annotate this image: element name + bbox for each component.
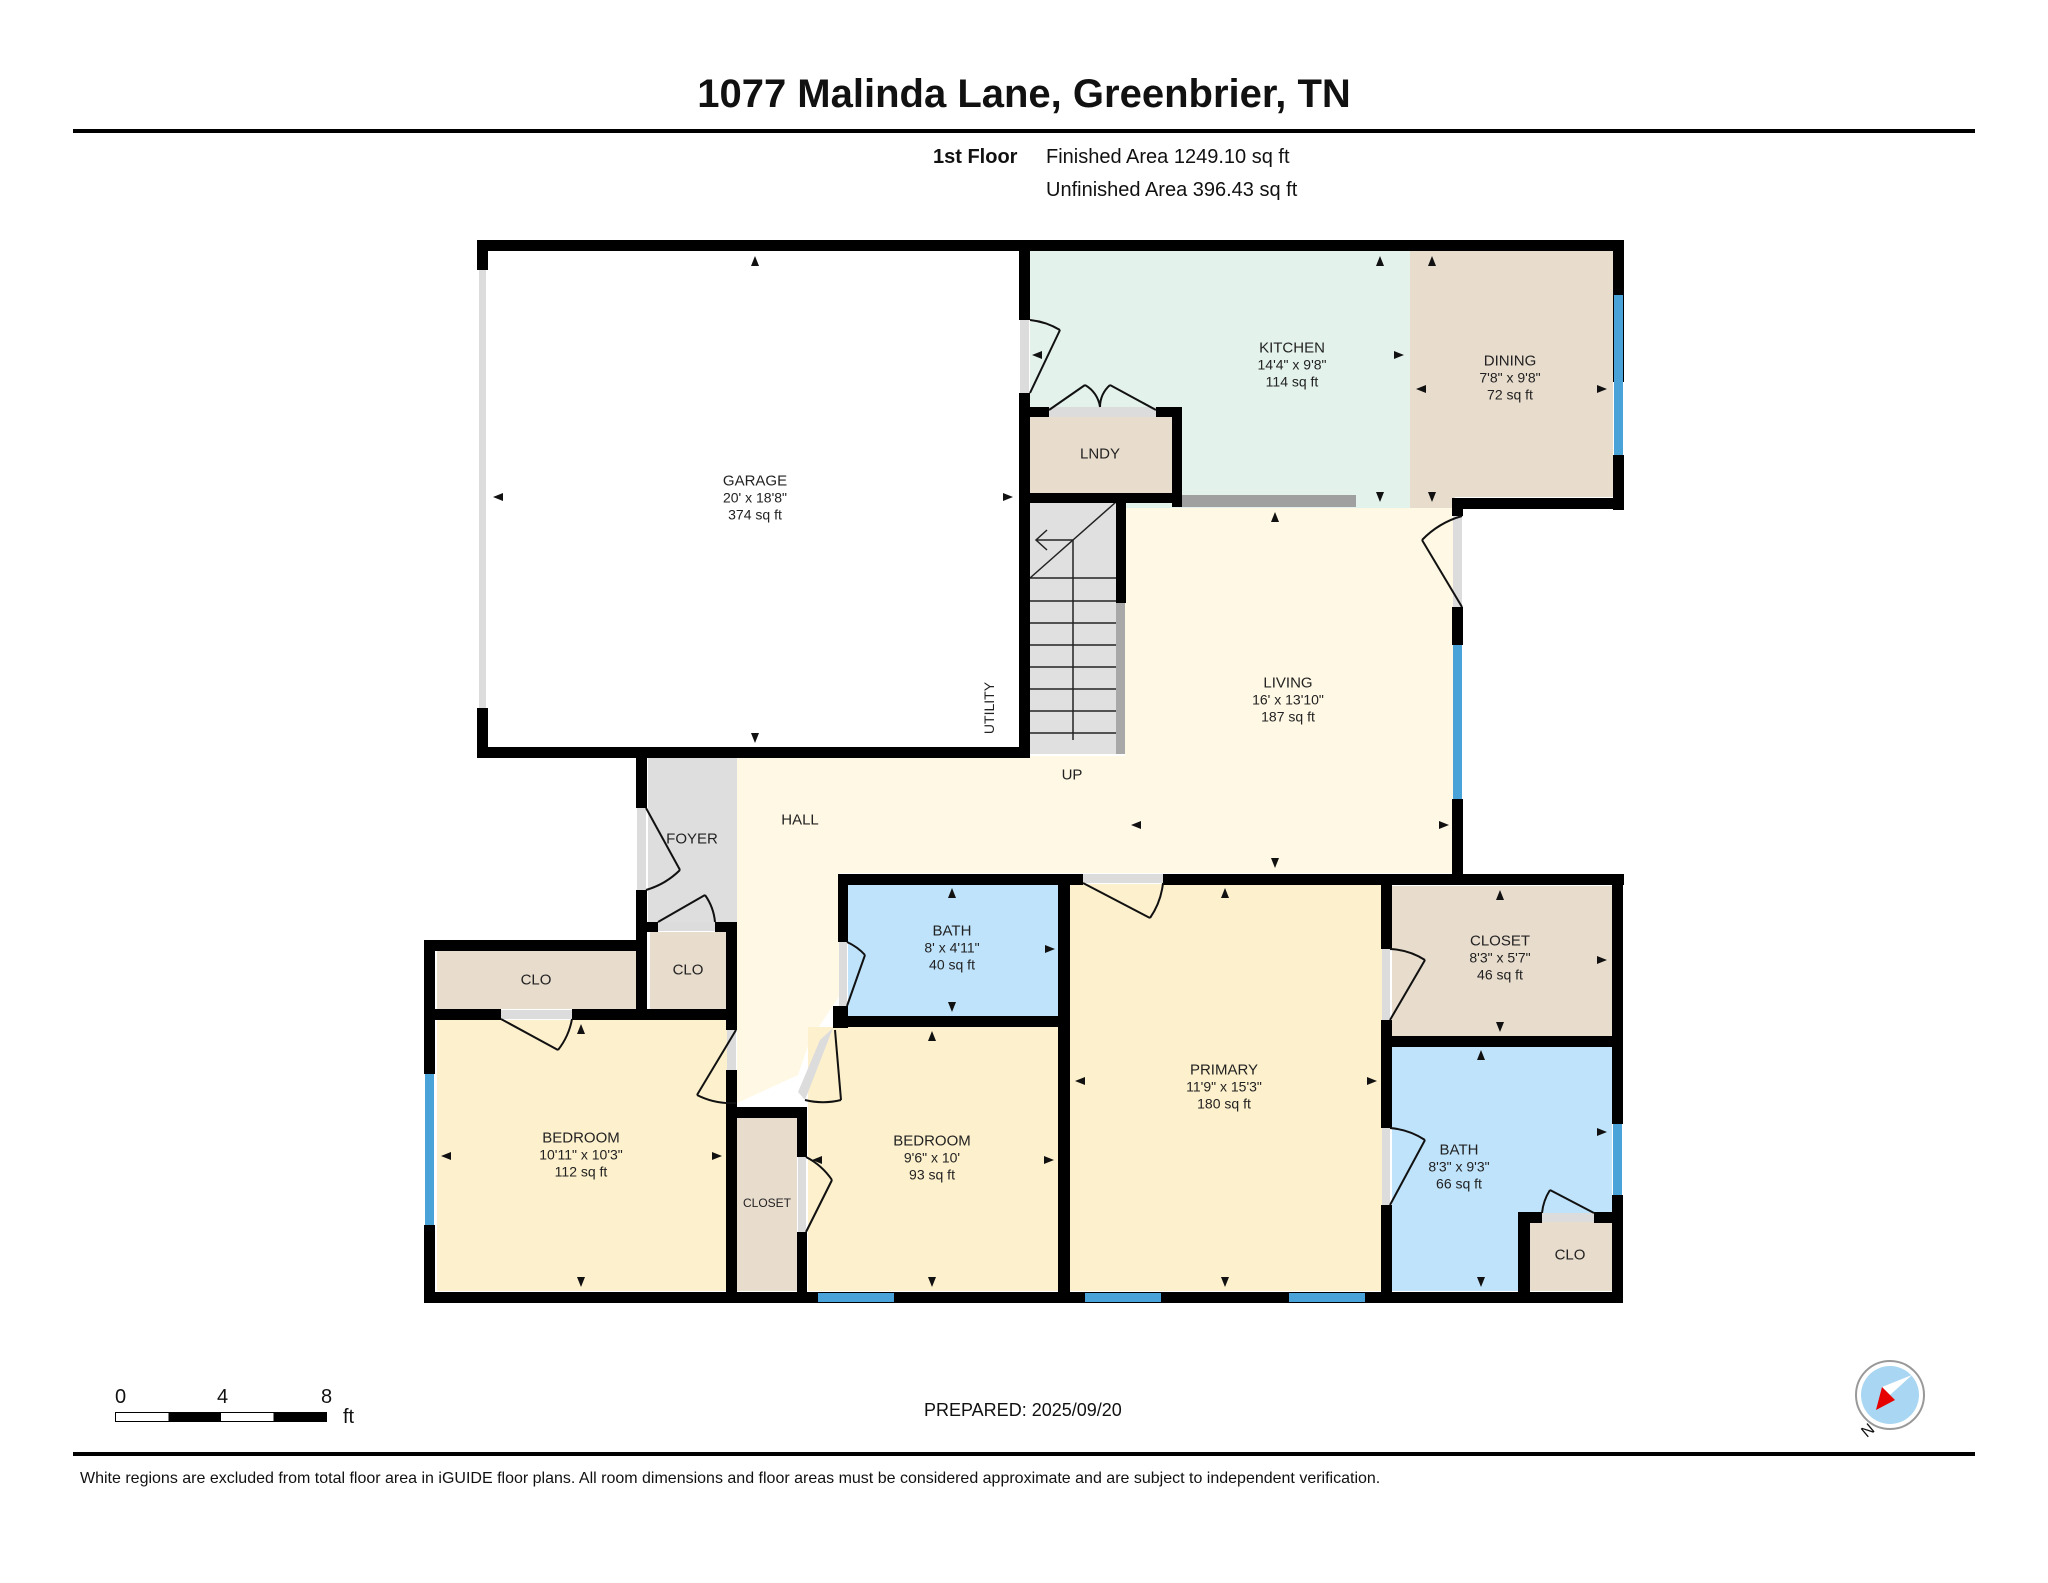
room-dims: 8'3" x 5'7" <box>1469 949 1531 966</box>
room-laundry: LNDY <box>1079 445 1121 463</box>
dimension-markers <box>441 256 1607 1287</box>
scale-tick-4: 4 <box>217 1386 229 1408</box>
floor-label: 1st Floor <box>933 146 1018 168</box>
foyer-fill <box>648 756 737 928</box>
room-clo-foyer: CLO <box>672 961 704 979</box>
counter <box>1182 495 1356 507</box>
room-name: GARAGE <box>722 472 788 490</box>
window-primary-2 <box>1289 1293 1365 1302</box>
room-name: DINING <box>1483 352 1537 370</box>
room-name: PRIMARY <box>1189 1061 1259 1079</box>
clo-left-fill <box>437 951 637 1009</box>
door-openings <box>479 270 1594 1232</box>
room-name: BEDROOM <box>893 1132 971 1150</box>
room-dims: 9'6" x 10' <box>903 1149 961 1166</box>
room-primary: PRIMARY 11'9" x 15'3" 180 sq ft <box>1186 1062 1262 1113</box>
walls <box>424 240 1624 1303</box>
closet-small-fill <box>737 1118 797 1291</box>
room-area: 72 sq ft <box>1487 386 1533 403</box>
window-living <box>1453 645 1462 799</box>
room-closet-small: CLOSET <box>742 1196 792 1210</box>
room-area: 180 sq ft <box>1197 1095 1251 1112</box>
clo-foyer-fill <box>650 932 726 1009</box>
room-kitchen: KITCHEN 14'4" x 9'8" 114 sq ft <box>1258 340 1327 391</box>
room-name: CLOSET <box>1469 932 1530 950</box>
room-hall: HALL <box>781 811 819 829</box>
room-dims: 16' x 13'10" <box>1252 691 1324 708</box>
scale-bar-graphic <box>115 1412 327 1422</box>
hall-corridor-fill <box>737 873 840 1103</box>
stairs-rail <box>1116 603 1125 754</box>
bedroom2-fill <box>808 1027 1058 1291</box>
room-dims: 20' x 18'8" <box>722 489 788 506</box>
scale-unit: ft <box>343 1406 355 1428</box>
room-dims: 14'4" x 9'8" <box>1257 356 1327 373</box>
room-name: BATH <box>932 922 972 940</box>
laundry-door-strip <box>1048 407 1156 417</box>
room-area: 112 sq ft <box>554 1163 608 1180</box>
disclaimer: White regions are excluded from total fl… <box>80 1470 1381 1487</box>
room-dims: 7'8" x 9'8" <box>1479 369 1541 386</box>
scale-bar: 0 4 8 ft <box>115 1386 355 1428</box>
room-garage: GARAGE 20' x 18'8" 374 sq ft <box>723 473 787 524</box>
room-area: 40 sq ft <box>929 956 975 973</box>
window-bath2 <box>1613 1124 1622 1195</box>
room-name: KITCHEN <box>1259 339 1325 357</box>
dining-fill-lower <box>1410 497 1455 508</box>
laundry-fill <box>1030 417 1172 493</box>
room-utility: UTILITY <box>981 681 997 735</box>
room-dims: 8' x 4'11" <box>924 939 980 956</box>
clo-bath-fill <box>1530 1222 1612 1291</box>
room-area: 46 sq ft <box>1477 966 1523 983</box>
room-bedroom-2: BEDROOM 9'6" x 10' 93 sq ft <box>893 1133 971 1184</box>
scale-tick-8: 8 <box>321 1386 333 1408</box>
header-divider <box>73 129 1975 133</box>
window-dining <box>1614 295 1623 455</box>
stairs-up-label: UP <box>1061 766 1083 784</box>
room-bedroom-1: BEDROOM 10'11" x 10'3" 112 sq ft <box>539 1130 623 1181</box>
bedroom1-fill <box>437 1020 727 1291</box>
footer-divider <box>73 1452 1975 1456</box>
primary-fill <box>1070 884 1382 1291</box>
living-fill <box>1125 508 1455 873</box>
room-area: 66 sq ft <box>1436 1175 1482 1192</box>
scale-tick-0: 0 <box>115 1386 127 1408</box>
room-dims: 10'11" x 10'3" <box>539 1146 623 1163</box>
room-bath-2: BATH 8'3" x 9'3" 66 sq ft <box>1428 1142 1489 1193</box>
room-dining: DINING 7'8" x 9'8" 72 sq ft <box>1479 353 1540 404</box>
dining-fill <box>1410 250 1613 497</box>
room-name: BATH <box>1439 1141 1479 1159</box>
room-name: LIVING <box>1263 674 1313 692</box>
room-area: 187 sq ft <box>1261 708 1315 725</box>
door-swings <box>500 319 1595 1233</box>
finished-area: Finished Area 1249.10 sq ft <box>1046 146 1290 168</box>
room-clo-left: CLO <box>520 971 552 989</box>
room-area: 114 sq ft <box>1265 373 1319 390</box>
room-dims: 11'9" x 15'3" <box>1186 1078 1262 1095</box>
room-bath-1: BATH 8' x 4'11" 40 sq ft <box>924 923 979 974</box>
page-title: 1077 Malinda Lane, Greenbrier, TN <box>697 72 1351 116</box>
window-bedroom2 <box>818 1293 894 1302</box>
room-name: BEDROOM <box>542 1129 620 1147</box>
unfinished-area: Unfinished Area 396.43 sq ft <box>1046 179 1298 201</box>
room-closet-primary: CLOSET 8'3" x 5'7" 46 sq ft <box>1469 933 1530 984</box>
garage-fill <box>487 250 1020 750</box>
compass-icon: N <box>1855 1360 1925 1441</box>
room-foyer: FOYER <box>666 830 718 848</box>
window-primary-1 <box>1085 1293 1161 1302</box>
room-clo-bath: CLO <box>1554 1246 1586 1264</box>
room-living: LIVING 16' x 13'10" 187 sq ft <box>1252 675 1324 726</box>
prepared-date: PREPARED: 2025/09/20 <box>924 1400 1122 1420</box>
room-area: 93 sq ft <box>909 1166 955 1183</box>
bath1-fill <box>848 884 1058 1017</box>
closet-primary-fill <box>1392 886 1612 1036</box>
window-bedroom1 <box>425 1074 434 1225</box>
room-dims: 8'3" x 9'3" <box>1428 1158 1490 1175</box>
windows <box>425 295 1623 1302</box>
hall-fill <box>737 756 1137 873</box>
room-area: 374 sq ft <box>728 506 782 523</box>
stair-treads <box>1029 501 1117 740</box>
